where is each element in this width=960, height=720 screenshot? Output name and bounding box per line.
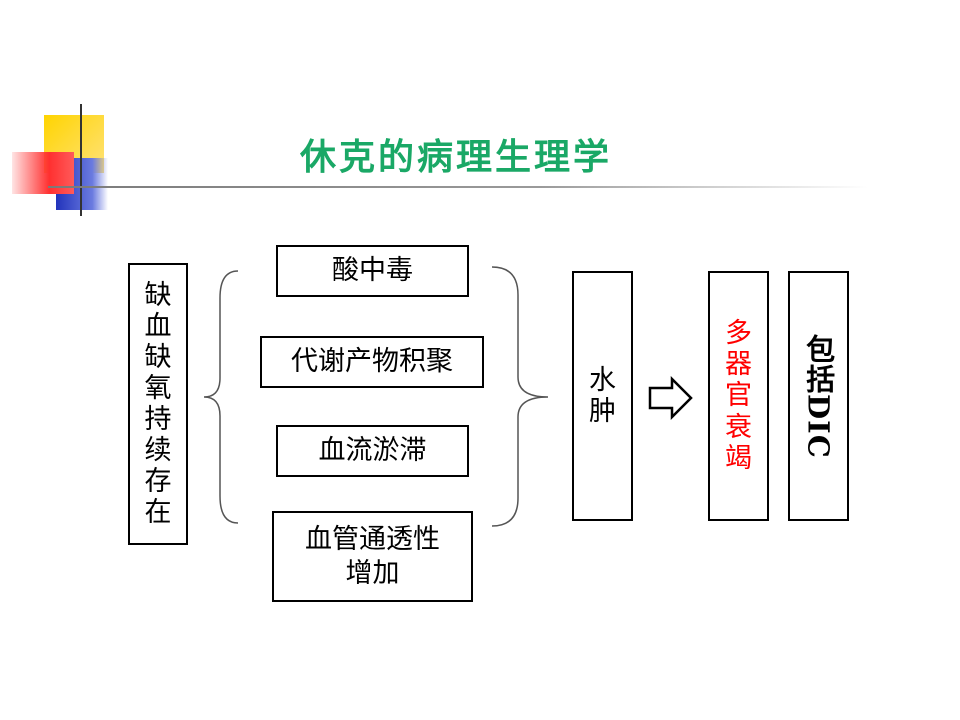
metabolite-label: 代谢产物积聚 <box>291 346 453 378</box>
page-title: 休克的病理生理学 <box>300 137 613 178</box>
organ-failure-char: 器 <box>725 349 752 381</box>
permeability-label-line1: 血管通透性 <box>305 523 440 555</box>
cause-char: 氧 <box>144 372 172 404</box>
stasis-label: 血流淤滞 <box>318 435 427 467</box>
cause-char: 缺 <box>144 341 172 373</box>
cause-char: 存 <box>144 466 172 498</box>
organ-failure-char: 衰 <box>725 411 752 443</box>
cause-box: 缺 血 缺 氧 持 续 存 在 <box>128 263 188 545</box>
stasis-box: 血流淤滞 <box>276 425 469 477</box>
left-brace <box>203 270 239 524</box>
permeability-box: 血管通透性 增加 <box>272 511 473 602</box>
cause-char: 血 <box>144 310 172 342</box>
acidosis-box: 酸中毒 <box>276 245 469 297</box>
metabolite-box: 代谢产物积聚 <box>260 336 484 388</box>
organ-failure-char: 官 <box>725 380 752 412</box>
acidosis-label: 酸中毒 <box>332 255 413 287</box>
hollow-right-arrow-icon <box>648 376 693 420</box>
cause-char: 续 <box>144 435 172 467</box>
organ-failure-char: 多 <box>725 318 752 350</box>
edema-char: 水 <box>589 364 616 396</box>
edema-box: 水 肿 <box>572 271 633 521</box>
cause-char: 在 <box>144 497 172 529</box>
edema-char: 肿 <box>589 396 616 427</box>
right-brace <box>491 266 549 527</box>
deco-vertical-line <box>80 104 82 216</box>
title-underline <box>48 186 868 188</box>
permeability-label-line2: 增加 <box>345 557 400 589</box>
dic-box: 包括DIC <box>788 271 849 521</box>
organ-failure-box: 多 器 官 衰 竭 <box>708 271 769 521</box>
dic-label: 包括DIC <box>801 333 836 459</box>
cause-char: 缺 <box>144 279 172 311</box>
organ-failure-char: 竭 <box>725 442 752 474</box>
cause-char: 持 <box>144 404 172 435</box>
